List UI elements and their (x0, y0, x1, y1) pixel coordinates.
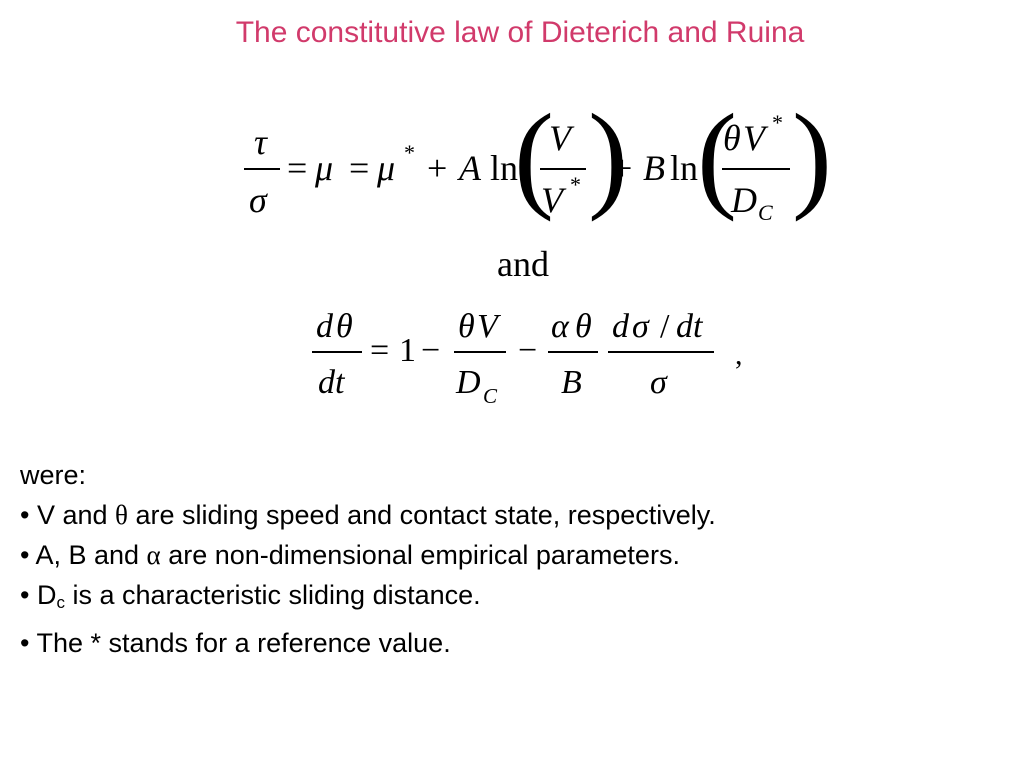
eq1-A: A (459, 148, 481, 188)
eq1-paren-close-1: ) (588, 89, 628, 222)
bullet-1: • V and θ are sliding speed and contact … (20, 495, 716, 535)
eq1-sigma: σ (249, 180, 267, 220)
bullet-2-alpha: α (146, 540, 161, 570)
eq1-B: B (643, 148, 665, 188)
eq2-dt: dt (318, 364, 345, 401)
eq2-sigma-denominator: σ (650, 364, 667, 401)
eq2-dt-2: dt (676, 308, 703, 345)
eq2-fraction-bar-4 (608, 351, 714, 353)
eq1-V: V (549, 118, 571, 158)
bullet-3-pre: • D (20, 580, 57, 610)
and-text: and (497, 244, 549, 284)
bullet-3-subscript: c (56, 593, 65, 612)
eq2-theta-numerator: θ (458, 308, 475, 345)
eq1-mu: μ (315, 148, 334, 188)
intro-line: were: (20, 460, 87, 490)
bullet-1-pre: • V and (20, 500, 116, 530)
eq2-theta: θ (336, 308, 353, 345)
eq1-tau: τ (254, 122, 267, 162)
eq2-B: B (561, 364, 582, 401)
definitions-list: were: • V and θ are sliding speed and co… (20, 455, 716, 663)
bullet-1-post: are sliding speed and contact state, res… (127, 500, 716, 530)
eq1-D: D (731, 180, 757, 220)
eq1-star-3: * (772, 110, 783, 135)
eq1-plus-2: + (612, 148, 633, 188)
eq2-alpha: α (551, 308, 569, 345)
eq2-fraction-bar-2 (454, 351, 506, 353)
eq1-paren-open-2: ( (697, 89, 737, 222)
eq2-equals: = (370, 332, 390, 369)
eq1-paren-close-2: ) (792, 89, 832, 222)
eq2-D-subscript-C: C (483, 384, 498, 408)
eq2-d: d (316, 308, 333, 345)
bullet-2: • A, B and α are non-dimensional empiric… (20, 535, 716, 575)
eq1-D-subscript-C: C (758, 200, 773, 225)
eq1-theta: θ (723, 118, 741, 158)
eq1-star-1: * (404, 140, 415, 165)
eq1-fraction-bar-2 (540, 168, 586, 170)
eq2-d-sigma-d: d (612, 308, 629, 345)
eq2-fraction-bar-1 (312, 351, 362, 353)
eq2-minus-2: − (518, 332, 538, 369)
eq2-D: D (456, 364, 481, 401)
eq2-comma: , (735, 338, 743, 371)
eq1-mu-star: μ (377, 148, 396, 188)
bullet-1-theta: θ (115, 500, 128, 530)
bullet-2-post: are non-dimensional empirical parameters… (160, 540, 680, 570)
eq2-d-sigma-sigma: σ (632, 308, 649, 345)
eq2-fraction-bar-3 (548, 351, 598, 353)
eq1-equals-2: = (349, 148, 370, 188)
eq1-V-denominator: V (541, 180, 563, 220)
eq1-plus-1: + (427, 148, 448, 188)
eq2-slash: / (660, 308, 670, 345)
eq1-ln-2: ln (670, 148, 699, 188)
eq1-paren-open-1: ( (514, 89, 554, 222)
bullet-4: • The * stands for a reference value. (20, 628, 451, 658)
bullet-2-pre: • A, B and (20, 540, 147, 570)
eq2-one: 1 (399, 332, 416, 369)
eq1-fraction-bar-1 (244, 168, 280, 170)
eq1-fraction-bar-3 (722, 168, 790, 170)
eq1-star-2: * (570, 172, 581, 197)
slide-title: The constitutive law of Dieterich and Ru… (235, 16, 805, 49)
eq2-V-numerator: V (477, 308, 498, 345)
eq1-equals-1: = (287, 148, 308, 188)
eq1-V-numerator: V (743, 118, 765, 158)
eq1-ln-1: ln (490, 148, 519, 188)
bullet-3-post: is a characteristic sliding distance. (64, 580, 481, 610)
eq2-theta-2: θ (575, 308, 592, 345)
bullet-3: • Dc is a characteristic sliding distanc… (20, 575, 716, 623)
eq2-minus-1: − (421, 332, 441, 369)
